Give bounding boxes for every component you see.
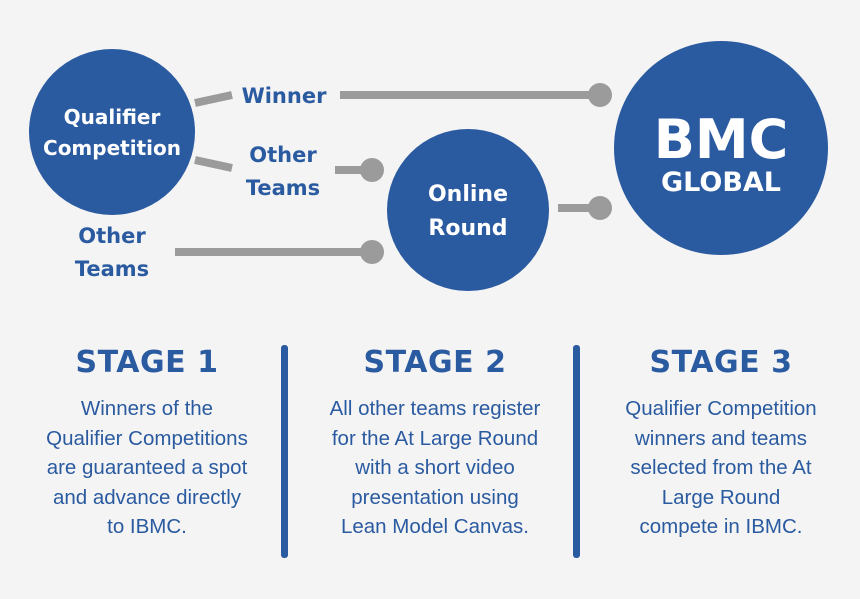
node-label-line2: Competition	[43, 136, 181, 160]
label-other-teams-mid-line1: Other	[249, 143, 317, 167]
connector-dot	[360, 240, 384, 264]
stage-desc-line: are guaranteed a spot	[46, 456, 248, 479]
connector-qualifier-to-other-teams-label	[194, 156, 233, 172]
stage-desc-line: winners and teams	[634, 426, 808, 450]
stage-2: STAGE 2 All other teams register for the…	[310, 345, 560, 542]
stage-desc-line: Lean Model Canvas.	[340, 515, 530, 538]
stage-desc-line: to IBMC.	[107, 515, 187, 538]
node-label-line1: Online	[428, 182, 508, 207]
stage-3: STAGE 3 Qualifier Competition winners an…	[596, 345, 846, 542]
label-winner: Winner	[242, 84, 328, 108]
stage-divider	[573, 345, 580, 558]
stage-desc-line: Qualifier Competitions	[46, 426, 248, 450]
stage-1: STAGE 1 Winners of the Qualifier Competi…	[22, 345, 272, 542]
stage-desc-line: Winners of the	[80, 397, 214, 420]
stage-desc-line: Large Round	[661, 485, 781, 509]
stage-title: STAGE 2	[363, 345, 507, 380]
node-online-round: Online Round	[387, 129, 549, 291]
connector-qualifier-to-winner-label	[194, 91, 233, 107]
stage-desc-line: and advance directly	[52, 485, 242, 509]
connectors	[175, 91, 598, 256]
node-label-line2: GLOBAL	[661, 167, 781, 198]
connector-dots	[360, 83, 612, 264]
node-label-line2: Round	[428, 216, 507, 241]
stage-desc-line: selected from the At	[630, 456, 812, 479]
connector-dot	[360, 158, 384, 182]
stage-desc-line: presentation using	[351, 485, 519, 509]
label-other-teams-left-line2: Teams	[75, 257, 149, 281]
node-label-line1: Qualifier	[64, 105, 161, 129]
stage-desc-line: for the At Large Round	[331, 426, 539, 450]
stage-description: Winners of the Qualifier Competitions ar…	[22, 394, 272, 542]
stage-title: STAGE 1	[75, 345, 219, 380]
connector-dot	[588, 83, 612, 107]
stage-description: All other teams register for the At Larg…	[310, 394, 560, 542]
node-label-line1: BMC	[654, 108, 789, 171]
label-other-teams-mid-line2: Teams	[246, 176, 320, 200]
node-bmc-global: BMC GLOBAL	[614, 41, 828, 255]
stage-divider	[281, 345, 288, 558]
stage-title: STAGE 3	[649, 345, 793, 380]
connector-dot	[588, 196, 612, 220]
flow-diagram: Qualifier Competition Online Round BMC G…	[29, 41, 828, 291]
stage-desc-line: All other teams register	[329, 397, 541, 420]
stage-description: Qualifier Competition winners and teams …	[596, 394, 846, 542]
stage-desc-line: compete in IBMC.	[639, 515, 803, 538]
stage-desc-line: Qualifier Competition	[625, 397, 817, 420]
node-qualifier-competition: Qualifier Competition	[29, 49, 195, 215]
node-circle	[387, 129, 549, 291]
node-circle	[614, 41, 828, 255]
label-other-teams-left-line1: Other	[78, 224, 146, 248]
node-circle	[29, 49, 195, 215]
stage-desc-line: with a short video	[355, 456, 515, 479]
